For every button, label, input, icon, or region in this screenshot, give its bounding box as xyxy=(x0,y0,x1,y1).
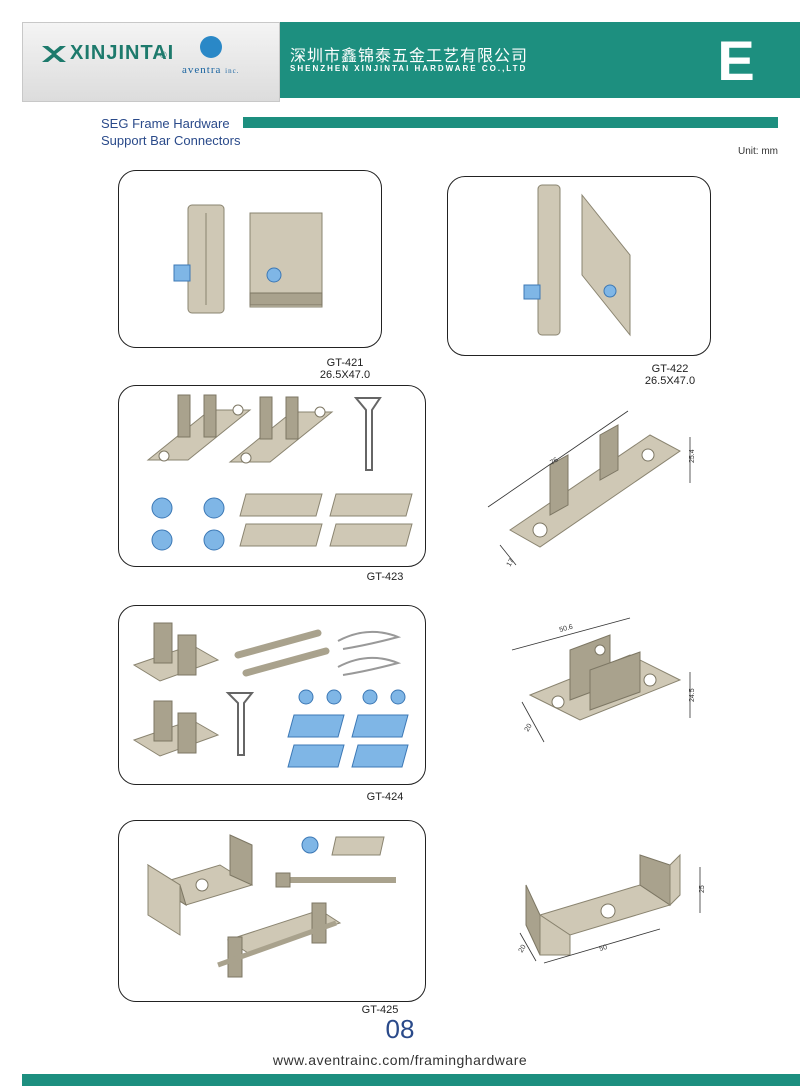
product-size: 26.5X47.0 xyxy=(644,375,696,387)
product-code: GT-424 xyxy=(366,791,404,803)
page-number: 08 xyxy=(385,1014,415,1044)
footer-url[interactable]: www.aventrainc.com/framinghardware xyxy=(272,1052,528,1068)
dimension-label: 76 xyxy=(549,456,559,466)
header-bar xyxy=(280,22,800,98)
gt-422-photo xyxy=(523,184,631,337)
section-subtitle: Support Bar Connectors xyxy=(101,133,241,148)
dimension-label: 20 xyxy=(518,944,528,954)
gt-423-photo xyxy=(146,394,413,551)
unit-label: Unit: mm xyxy=(738,146,778,157)
brand-name: XINJINTAI xyxy=(70,42,175,64)
dimension-label: 50 xyxy=(599,944,609,953)
product-code: GT-423 xyxy=(366,571,404,583)
section-letter: E xyxy=(717,28,755,92)
product-panel-gt-422 xyxy=(447,176,711,356)
gt-425-photo xyxy=(147,834,396,978)
aventra-logo-icon xyxy=(200,36,222,58)
product-code: GT-422 xyxy=(651,363,689,375)
product-code: GT-421 xyxy=(326,357,364,369)
xinjintai-logo-icon xyxy=(42,46,66,62)
gt-421-photo xyxy=(173,204,323,314)
gt-424-photo xyxy=(132,622,409,768)
gt-425-drawing: 25 20 50 xyxy=(518,853,706,964)
dimension-label: 17 xyxy=(506,558,516,568)
section-title: SEG Frame Hardware xyxy=(101,116,230,131)
dimension-label: 25.4 xyxy=(689,449,696,463)
partner-brand: aventra inc. xyxy=(182,64,240,76)
product-size: 26.5X47.0 xyxy=(319,369,371,381)
dimension-label: 50.6 xyxy=(559,624,574,634)
footer-bar xyxy=(22,1074,800,1086)
dimension-label: 24.5 xyxy=(689,688,696,702)
dimension-label: 20 xyxy=(524,723,534,733)
title-rule xyxy=(243,117,778,128)
company-name-cn: 深圳市鑫锦泰五金工艺有限公司 xyxy=(290,48,529,65)
dimension-label: 25 xyxy=(699,885,706,893)
product-code: GT-425 xyxy=(361,1004,399,1016)
gt-423-drawing: 76 25.4 17 xyxy=(487,410,696,568)
registered-mark: ® xyxy=(160,50,167,60)
gt-424-drawing: 50.6 24.5 20 xyxy=(511,617,696,743)
company-name-en: SHENZHEN XINJINTAI HARDWARE CO.,LTD xyxy=(290,64,528,73)
